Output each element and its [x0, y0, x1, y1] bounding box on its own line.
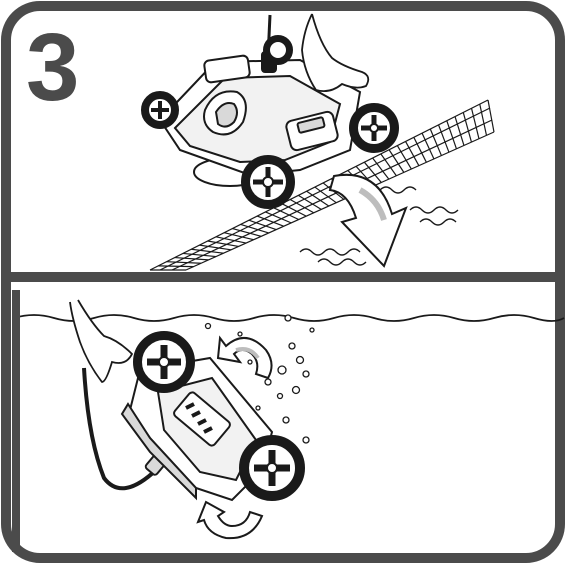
pool-wall [12, 290, 20, 552]
panel-divider [8, 272, 558, 282]
grid-line [158, 266, 193, 267]
step-number: 3 [26, 22, 96, 114]
